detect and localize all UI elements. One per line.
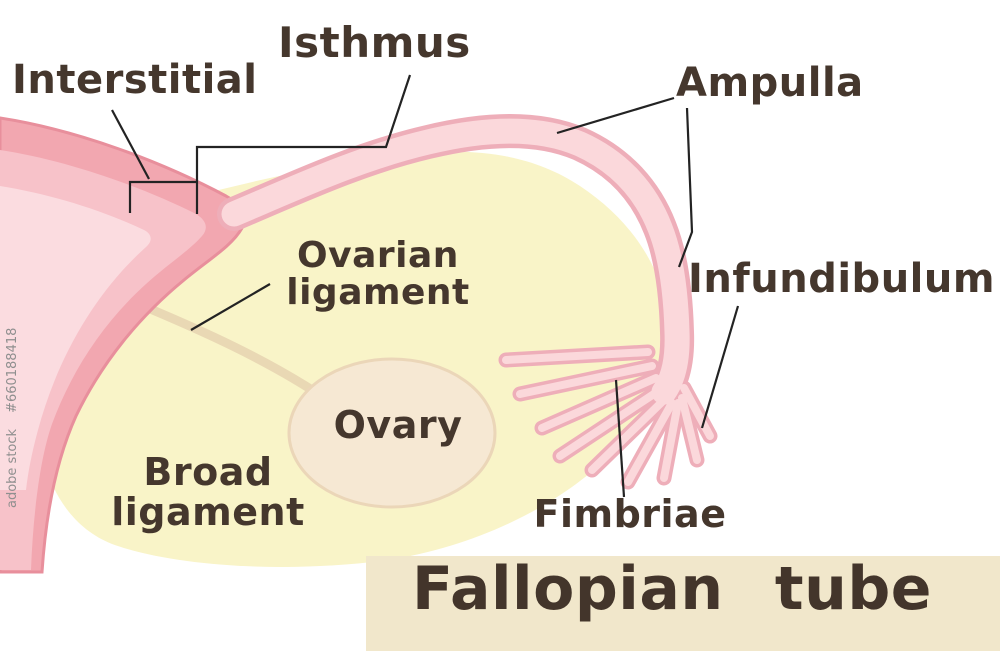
leader-ampulla-right — [677, 107, 694, 268]
fallopian-tube-shape — [221, 118, 690, 405]
label-ovarian-ligament-line1: Ovarian — [297, 235, 459, 276]
fimbria-finger-fill — [588, 394, 670, 474]
label-fimbriae: Fimbriae — [533, 492, 727, 536]
label-infundibulum: Infundibulum — [688, 256, 996, 302]
label-ovarian-ligament: Ovarian ligament — [286, 237, 470, 312]
uterus-inner-layer — [0, 186, 151, 490]
watermark-brand: adobe stock — [5, 428, 20, 508]
label-broad-ligament-line1: Broad — [143, 450, 273, 494]
label-isthmus: Isthmus — [278, 18, 471, 67]
fimbria-finger-fill — [678, 394, 701, 464]
leader-ampulla-left — [556, 96, 675, 135]
fimbriae-fill — [502, 348, 714, 486]
label-broad-ligament: Broad ligament — [111, 450, 305, 534]
ovarian-ligament-shape — [143, 303, 317, 395]
leader-fimbriae — [614, 379, 626, 498]
label-interstitial: Interstitial — [12, 57, 258, 103]
label-ampulla: Ampulla — [676, 60, 864, 106]
fimbria-finger-fill — [624, 399, 676, 486]
fimbria-finger-fill — [660, 399, 682, 482]
label-broad-ligament-line2: ligament — [111, 489, 305, 534]
watermark-id: #660188418 — [5, 327, 20, 413]
label-ovary: Ovary — [333, 403, 463, 447]
ovary-shape — [287, 357, 497, 509]
title-strip — [366, 556, 1000, 651]
fimbria-finger-fill — [680, 384, 714, 440]
uterus-shape — [0, 116, 246, 574]
page-title: Fallopian tube — [412, 554, 932, 624]
bracket-interstitial — [128, 180, 197, 213]
leader-lines — [111, 74, 740, 498]
leader-infundibulum — [700, 305, 740, 429]
fimbria-finger-fill — [516, 362, 656, 398]
fimbria-finger-fill — [556, 386, 664, 460]
leader-interstitial — [111, 109, 150, 180]
fimbria-finger-fill — [538, 374, 660, 432]
fimbria-finger-fill — [502, 348, 652, 364]
watermark: adobe stock #660188418 — [5, 328, 20, 508]
leader-ovarian-ligament — [190, 283, 271, 331]
label-ovarian-ligament-line2: ligament — [286, 272, 470, 314]
bracket-isthmus — [195, 74, 412, 214]
